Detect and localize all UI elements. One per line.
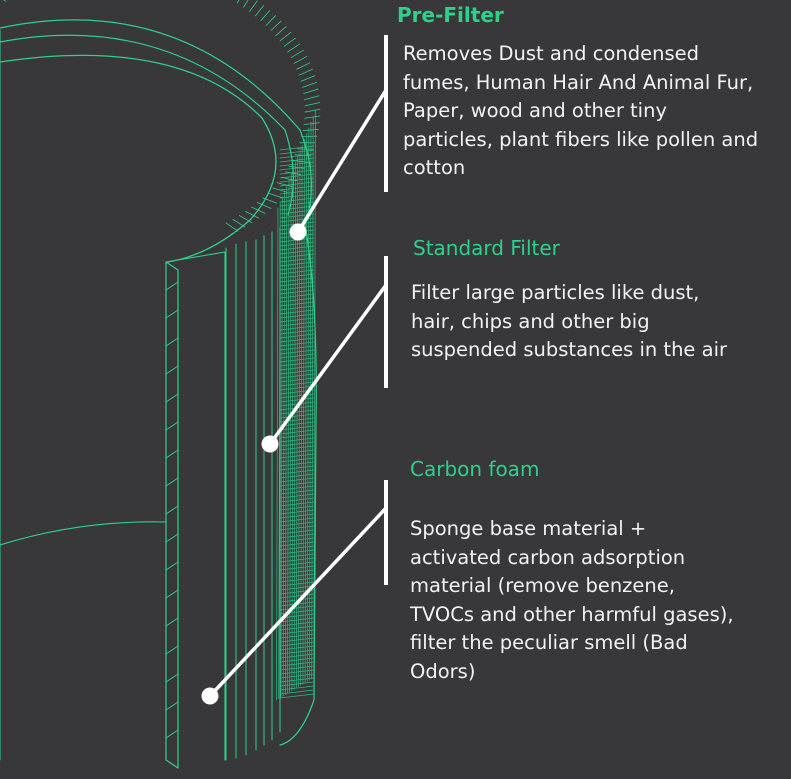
- rim-teeth: [3, 0, 321, 232]
- cut-top-edge: [165, 251, 226, 761]
- outer-skin: [279, 224, 317, 746]
- standard-filter-leader-line: [268, 283, 388, 446]
- filter-layers: [225, 227, 281, 761]
- carbon-foam-title: Carbon foam: [410, 457, 540, 481]
- rim-outer-arc: [0, 19, 312, 226]
- standard-filter-leader-dot: [261, 435, 279, 453]
- rim-middle-arc: [0, 34, 294, 216]
- front-wall-edge: [165, 261, 179, 769]
- prefilter-description: Removes Dust and condensed fumes, Human …: [403, 42, 759, 179]
- prefilter-leader-line: [296, 89, 388, 233]
- front-wall-hatch: [165, 281, 179, 739]
- standard-filter-description: Filter large particles like dust, hair, …: [411, 281, 728, 361]
- prefilter-leader-dot: [289, 223, 307, 241]
- prefilter-title: Pre-Filter: [397, 3, 504, 27]
- filter-cylinder-illustration: [0, 0, 321, 769]
- inner-base-curve: [0, 521, 167, 546]
- carbon-foam-leader-line: [208, 506, 388, 698]
- callout-leaders: [201, 35, 388, 705]
- carbon-foam-leader-dot: [201, 687, 219, 705]
- standard-filter-title: Standard Filter: [413, 236, 560, 260]
- rim-inner-arc: [0, 54, 277, 263]
- carbon-foam-description: Sponge base material + activated carbon …: [410, 517, 734, 683]
- pleat-mesh: [276, 110, 316, 701]
